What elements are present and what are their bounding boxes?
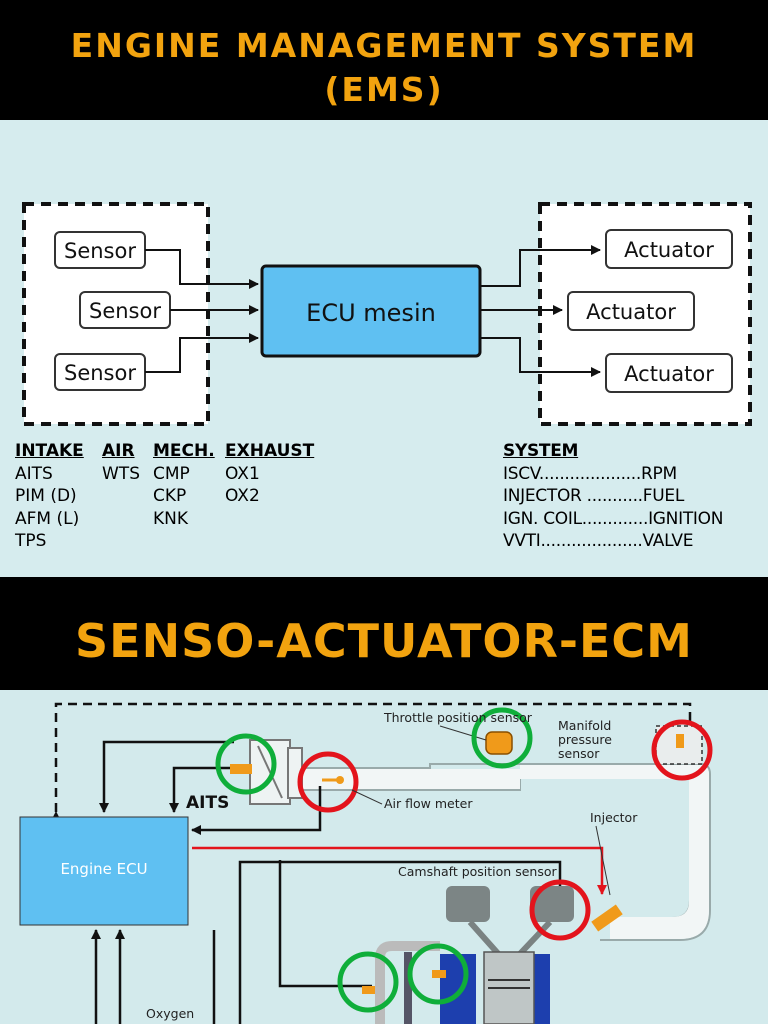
injector-icon: [591, 904, 623, 932]
label-manifold-1: Manifold: [558, 718, 611, 733]
label-manifold-2: pressure: [558, 732, 612, 747]
engine-ecu-label: Engine ECU: [60, 860, 147, 878]
col-intake-item: AFM (L): [15, 508, 80, 529]
col-air: AIR WTS: [102, 440, 140, 485]
system-item: INJECTOR ...........FUEL: [503, 486, 685, 506]
red-circle-camshaft: [529, 879, 591, 941]
coolant-jacket-left: [440, 954, 476, 1024]
col-intake-header: INTAKE: [15, 441, 84, 461]
label-oxygen: Oxygen: [146, 1006, 194, 1021]
col-exhaust-item: OX1: [225, 463, 260, 484]
page-title-line1: ENGINE MANAGEMENT SYSTEM: [70, 26, 698, 65]
coolant-jacket-right: [530, 954, 550, 1024]
knock-sensor-icon: [432, 970, 446, 978]
red-circle-airflow: [297, 751, 359, 813]
col-mech-header: MECH.: [153, 441, 215, 461]
col-air-header: AIR: [102, 441, 135, 461]
page-title-line2: (EMS): [324, 70, 444, 109]
col-intake-item: AITS: [15, 463, 53, 484]
col-system-header: SYSTEM: [503, 441, 579, 461]
col-mech-item: KNK: [153, 508, 189, 529]
system-item: IGN. COIL.............IGNITION: [503, 508, 724, 529]
camshaft-left: [446, 886, 490, 922]
actuator-box-3: [605, 353, 733, 393]
engine-ecu-box: [19, 816, 189, 926]
green-circle-aits: [215, 733, 277, 795]
green-circle-knock: [407, 943, 469, 1005]
sensor-label-1: Sensor: [64, 239, 136, 263]
ems-block-diagram: Sensor Sensor Sensor ECU mesin Actuator …: [22, 202, 752, 426]
label-aits: AITS: [186, 793, 229, 813]
col-exhaust: EXHAUST OX1 OX2: [225, 440, 314, 508]
actuator-box-1: [605, 229, 733, 269]
red-circle-manifold: [651, 719, 713, 781]
col-mech-item: CKP: [153, 486, 187, 506]
aits-sensor-icon: [230, 764, 252, 774]
actuator-label-2: Actuator: [586, 300, 676, 324]
label-throttle: Throttle position sensor: [383, 710, 533, 725]
engine-diagram: Engine ECU: [19, 702, 713, 1024]
injector-signal-line: [192, 846, 607, 895]
engine-diagram-panel: Engine ECU: [0, 690, 768, 1024]
section2-title: SENSO-ACTUATOR-ECM: [75, 614, 693, 668]
green-circle-throttle: [471, 707, 533, 769]
sensor-label-3: Sensor: [64, 361, 136, 385]
section2-band: [0, 577, 768, 690]
col-exhaust-header: EXHAUST: [225, 441, 315, 461]
col-intake: INTAKE AITS PIM (D) AFM (L) TPS: [15, 440, 84, 553]
col-exhaust-item: OX2: [225, 486, 260, 506]
dashed-feedback-line: [51, 702, 692, 821]
ecu-label: ECU mesin: [306, 299, 436, 327]
actuator-box-2: [567, 291, 695, 331]
oxygen-sensor-icon: [362, 986, 378, 994]
label-airflow: Air flow meter: [384, 796, 473, 811]
block-diagram-panel: Sensor Sensor Sensor ECU mesin Actuator …: [0, 120, 768, 577]
actuator-label-3: Actuator: [624, 362, 714, 386]
label-camshaft: Camshaft position sensor: [398, 864, 557, 879]
label-manifold-3: sensor: [558, 746, 600, 761]
col-mech: MECH. CMP CKP KNK: [153, 440, 215, 530]
system-item: ISCV....................RPM: [503, 463, 677, 484]
col-system: SYSTEM ISCV....................RPM INJEC…: [503, 440, 723, 553]
col-air-item: WTS: [102, 463, 140, 484]
header-band: [0, 0, 768, 120]
green-circle-oxygen: [337, 951, 399, 1013]
label-injector: Injector: [590, 810, 638, 825]
throttle-sensor-icon: [485, 731, 513, 755]
airflow-sensor-icon: [336, 776, 344, 784]
col-intake-item: TPS: [15, 531, 47, 551]
sensor-label-2: Sensor: [89, 299, 161, 323]
system-item: VVTI....................VALVE: [503, 531, 694, 551]
actuator-label-1: Actuator: [624, 238, 714, 262]
camshaft-right: [530, 886, 574, 922]
col-intake-item: PIM (D): [15, 486, 77, 506]
col-mech-item: CMP: [153, 463, 190, 484]
